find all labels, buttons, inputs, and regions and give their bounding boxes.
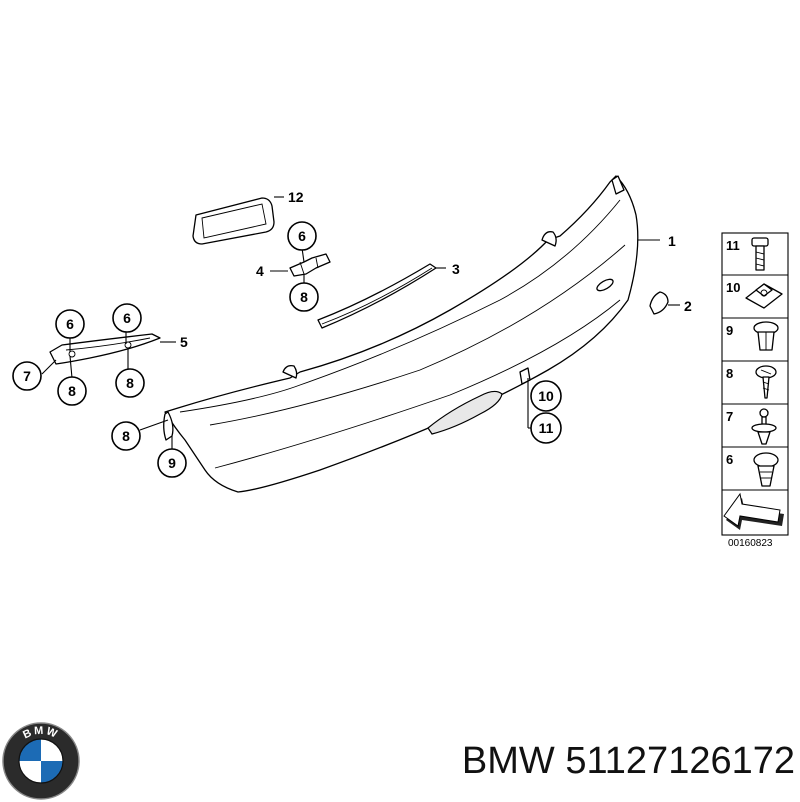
callout-8-top: 8 [289, 282, 319, 312]
legend-row-6: 6 [726, 452, 779, 487]
callout-label-4: 4 [256, 263, 264, 279]
leader-lines [41, 196, 680, 450]
callout-label-11: 11 [539, 420, 554, 436]
push-clip-icon [751, 408, 777, 445]
bracket-part-4 [289, 253, 331, 277]
svg-text:BMW: BMW [21, 725, 60, 742]
logo-letters: BMW [21, 725, 58, 742]
legend-number: 7 [726, 409, 733, 424]
callout-label-10: 10 [538, 388, 554, 404]
callout-label-8: 8 [300, 289, 308, 305]
legend-row-9: 9 [726, 321, 779, 351]
callout-label-6: 6 [123, 310, 131, 326]
callout-8-lower: 8 [111, 421, 141, 451]
trim-strip-part [317, 263, 437, 329]
legend-number: 11 [726, 238, 740, 253]
callout-6-top: 6 [287, 221, 317, 251]
callout-label-6: 6 [66, 316, 74, 332]
expansion-rivet-icon [753, 321, 779, 351]
license-lamp-part [192, 197, 275, 245]
callout-10: 10 [530, 380, 562, 412]
legend-row-8: 8 [726, 365, 777, 399]
callout-label-8: 8 [126, 375, 134, 391]
callout-label-6: 6 [298, 228, 306, 244]
callout-label-7: 7 [23, 368, 31, 384]
fir-tree-clip-icon [753, 452, 779, 487]
callout-label-1: 1 [668, 233, 676, 249]
callout-label-5: 5 [180, 334, 188, 350]
legend-number: 9 [726, 323, 733, 338]
callout-4: 4 [256, 263, 264, 279]
callout-5: 5 [180, 334, 188, 350]
legend-row-11: 11 [726, 237, 769, 271]
callout-8-mid: 8 [115, 368, 145, 398]
callout-12: 12 [288, 189, 304, 205]
legend-number: 8 [726, 366, 733, 381]
legend-row-7: 7 [726, 408, 777, 445]
legend-number: 10 [726, 280, 740, 295]
callout-label-8: 8 [68, 383, 76, 399]
callout-3: 3 [452, 261, 460, 277]
side-bracket-part [49, 333, 161, 365]
tow-hook-cap-part [649, 291, 669, 315]
rear-bumper-part [163, 175, 639, 493]
callout-label-12: 12 [288, 189, 304, 205]
bolt-icon [751, 237, 769, 271]
direction-arrow-icon [723, 492, 784, 530]
callout-7: 7 [12, 361, 42, 391]
callout-label-2: 2 [684, 298, 692, 314]
callout-6-mid: 6 [112, 303, 142, 333]
fastener-legend: 11 10 9 [721, 232, 789, 549]
callout-label-3: 3 [452, 261, 460, 277]
callout-9: 9 [157, 448, 187, 478]
callout-2: 2 [684, 298, 692, 314]
callout-1: 1 [668, 233, 676, 249]
callout-8-left: 8 [57, 376, 87, 406]
bmw-logo: BMW [2, 722, 80, 800]
callout-6-left: 6 [55, 309, 85, 339]
diagram-id: 00160823 [728, 538, 773, 549]
callout-label-9: 9 [168, 455, 176, 471]
callout-label-8: 8 [122, 428, 130, 444]
legend-number: 6 [726, 452, 733, 467]
screw-icon [755, 365, 777, 399]
legend-row-10: 10 [726, 280, 783, 309]
callout-11: 11 [530, 412, 562, 444]
part-number-label: BMW 51127126172 [461, 740, 795, 782]
clip-nut-icon [745, 283, 783, 309]
